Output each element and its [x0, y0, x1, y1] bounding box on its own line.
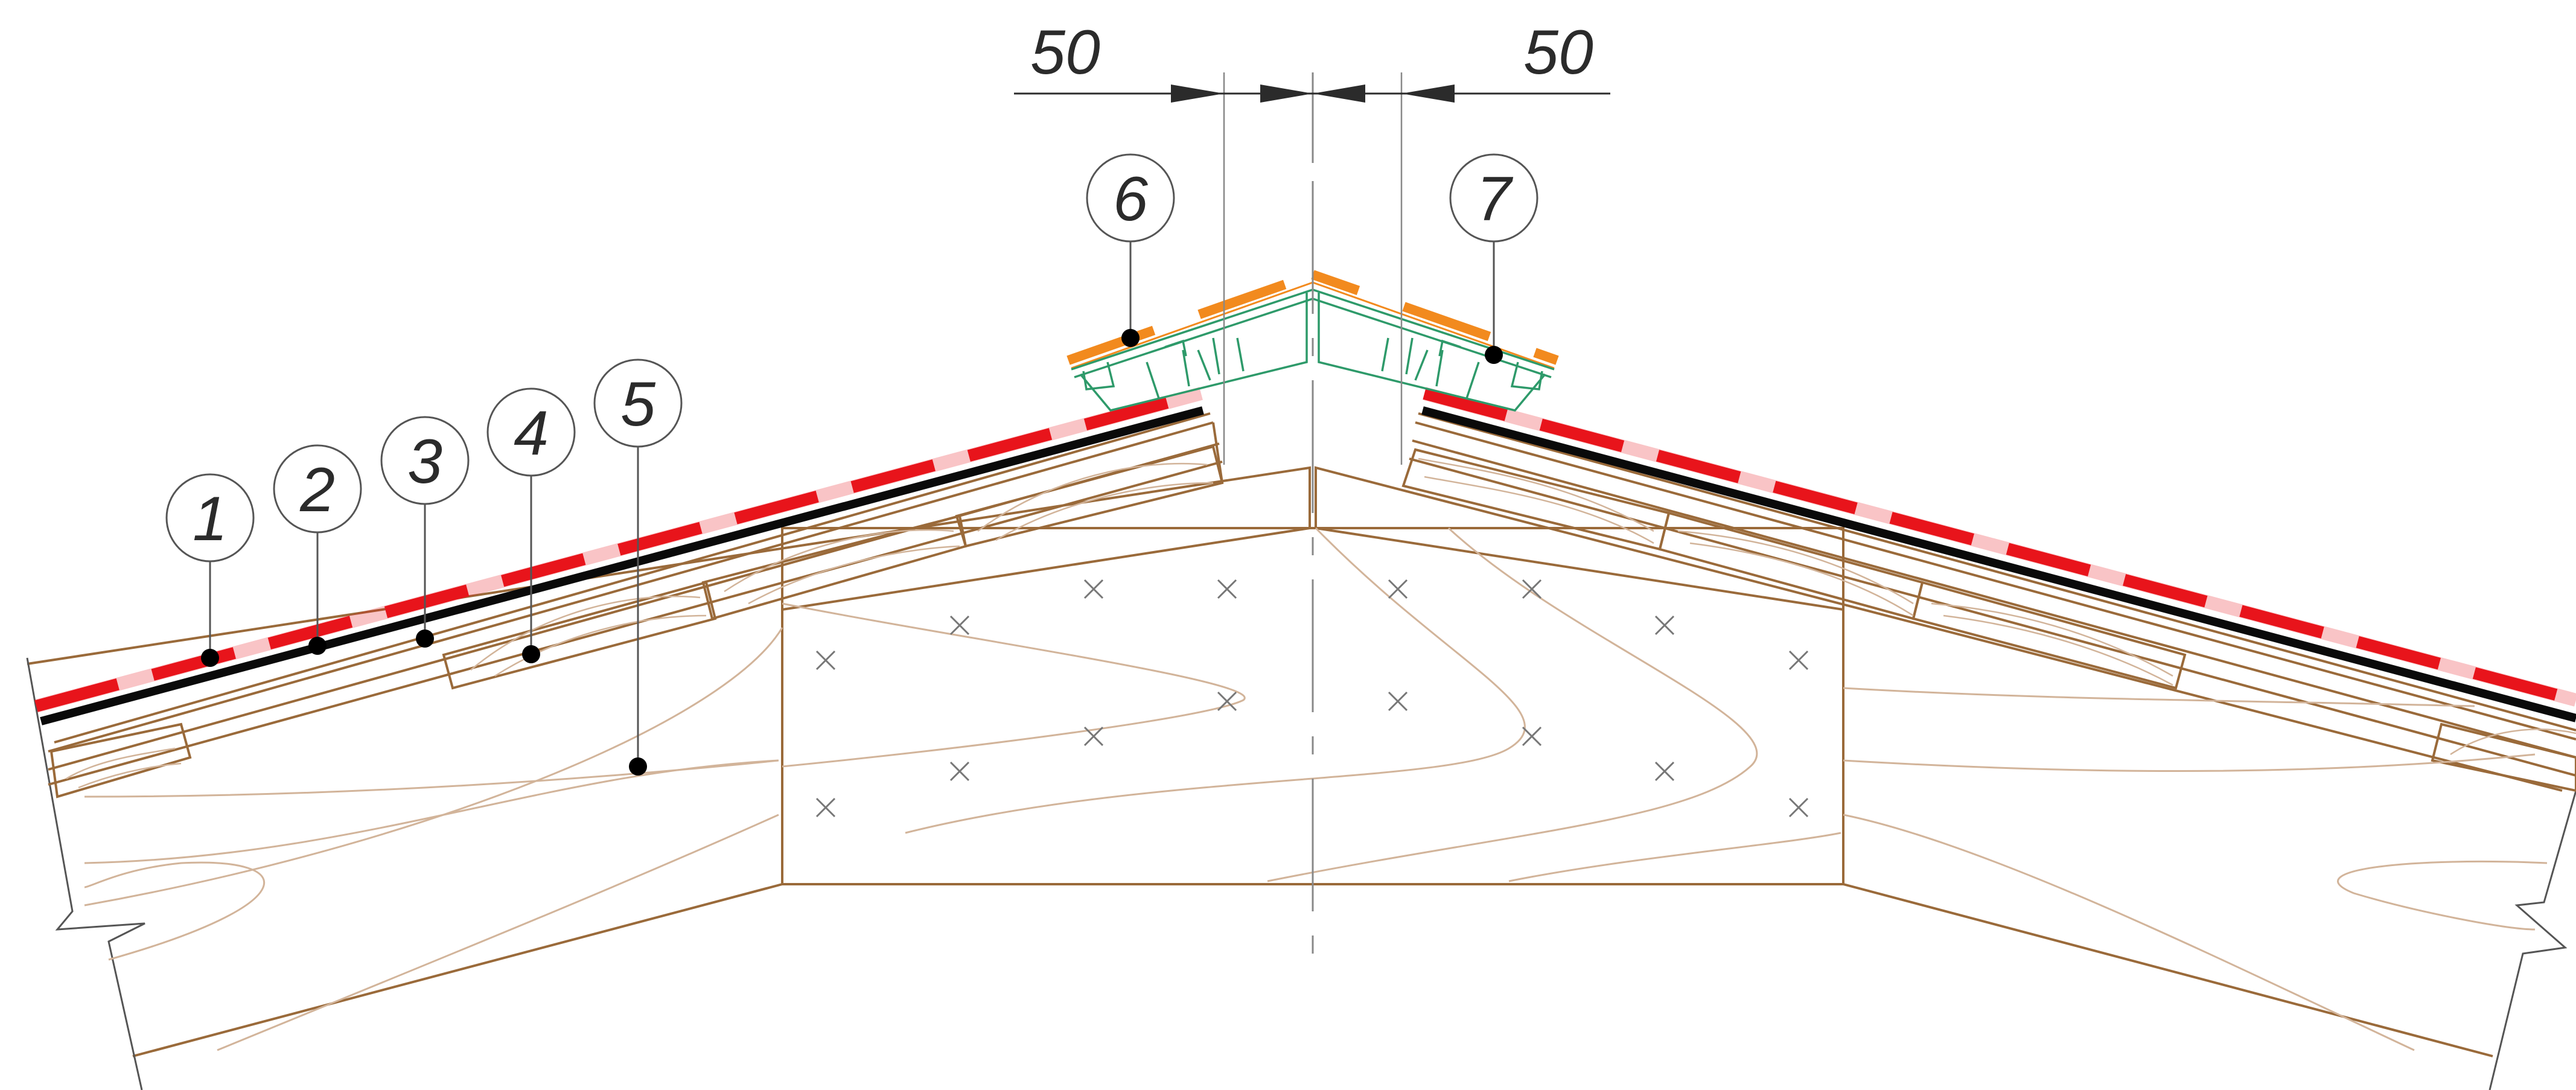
left-red-covering — [34, 387, 1203, 712]
dim-arrow — [1260, 84, 1313, 103]
callout-7: 7 — [1449, 153, 1538, 364]
roof-membranes — [34, 387, 2576, 725]
callout-5: 5 — [593, 359, 683, 776]
dimension-right-label: 50 — [1523, 18, 1593, 88]
left-batten-piece — [442, 581, 717, 690]
callout-1-label: 1 — [193, 484, 228, 554]
right-break-line — [2488, 790, 2576, 1090]
callout-4: 4 — [486, 387, 576, 663]
dim-arrow — [1171, 84, 1224, 103]
dimension-lines — [1014, 84, 1610, 103]
left-break-line — [26, 657, 145, 1090]
right-batten-piece — [2431, 722, 2576, 792]
timber-cut-marks — [815, 579, 1809, 818]
callout-6-label: 6 — [1113, 164, 1148, 234]
batten-grain — [66, 457, 2576, 789]
wood-grain — [84, 527, 2548, 1051]
left-rafter — [27, 466, 1311, 1057]
left-battens — [48, 412, 1224, 798]
callout-2: 2 — [273, 444, 362, 655]
callout-5-label: 5 — [620, 369, 656, 439]
centerline — [1223, 72, 1403, 972]
callouts: 1 2 3 4 5 6 — [165, 153, 1538, 776]
ridge-orange-right — [1311, 270, 1559, 365]
dim-arrow — [1313, 84, 1365, 103]
right-batten-piece — [1911, 581, 2187, 690]
callout-7-label: 7 — [1476, 164, 1514, 234]
callout-2-label: 2 — [299, 455, 335, 525]
right-red-covering — [1423, 387, 2576, 706]
dimension-left-label: 50 — [1030, 18, 1100, 88]
right-battens — [1401, 412, 2576, 792]
ridge-orange-left — [1066, 270, 1315, 365]
dim-arrow — [1401, 84, 1455, 103]
right-rafter — [1315, 466, 2563, 1057]
callout-3: 3 — [380, 416, 470, 648]
left-batten-piece — [49, 722, 192, 798]
callout-3-label: 3 — [407, 427, 442, 497]
callout-4-label: 4 — [514, 398, 549, 468]
left-black-membrane — [40, 406, 1204, 725]
callout-6: 6 — [1086, 153, 1175, 347]
right-black-membrane — [1421, 406, 2576, 722]
callout-1: 1 — [165, 473, 255, 667]
